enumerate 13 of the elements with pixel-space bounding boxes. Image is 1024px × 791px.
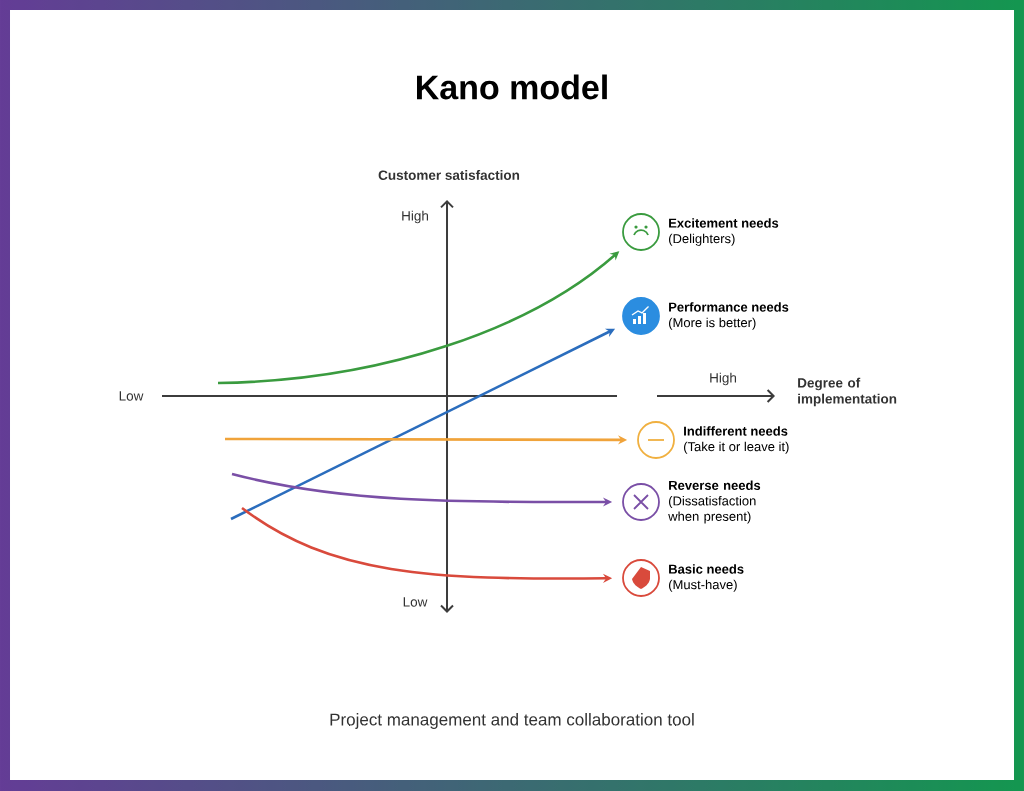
need-label: Basic needs (Must-have) <box>669 564 744 592</box>
axis-label: Degree of implementation <box>798 377 897 407</box>
need-label: Reverse needs (Dissatisfaction when present) <box>668 480 761 524</box>
need-label: Indifferent needs (Take it or leave it) <box>684 426 789 454</box>
tagline: Project management and team collaboration tool <box>330 713 694 729</box>
axis-label: Low <box>403 597 428 607</box>
axis-label: Customer satisfaction <box>378 170 520 180</box>
axis-label: High <box>402 210 428 224</box>
axis-label: High <box>710 372 736 386</box>
need-label: Excitement needs (Delighters) <box>669 218 779 246</box>
need-label: Performance needs (More is better) <box>669 302 789 330</box>
title: Kano model <box>417 74 607 100</box>
axis-label: Low <box>119 391 144 401</box>
